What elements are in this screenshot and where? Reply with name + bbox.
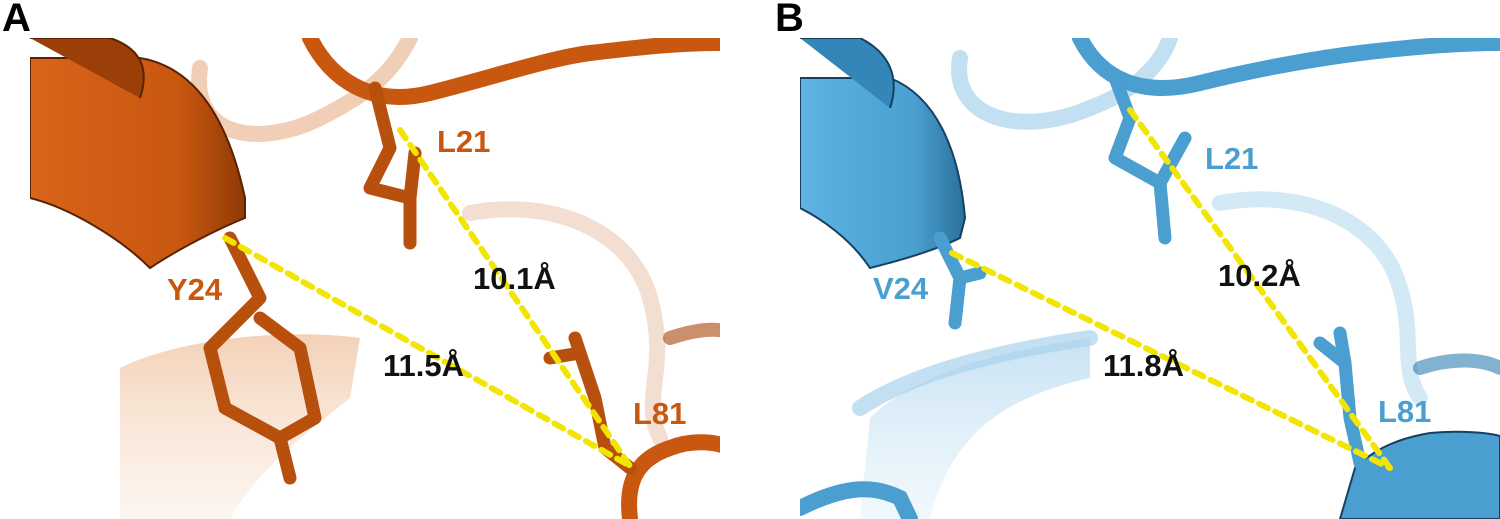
residue-y24-sticks xyxy=(203,231,322,485)
alpha-helix-edge xyxy=(800,38,895,109)
residue-v24-sticks xyxy=(933,231,987,330)
distance-line-v24-l81 xyxy=(949,250,1393,471)
residue-label-y24: Y24 xyxy=(167,272,223,307)
alpha-helix-edge xyxy=(30,38,145,99)
distance-label-v24-l81: 11.8Å xyxy=(1103,348,1185,383)
structure-panel-a: L21 Y24 L81 10.1Å 11.5Å xyxy=(30,38,720,519)
background-sheet xyxy=(860,338,1090,519)
distance-lines-b xyxy=(949,107,1393,471)
backbone-loop-bottom xyxy=(621,434,720,519)
backbone-sheet-bottom-right xyxy=(1338,430,1500,519)
panel-label-b: B xyxy=(775,0,804,40)
distance-label-l21-l81: 10.1Å xyxy=(473,261,556,296)
residue-label-l81: L81 xyxy=(633,396,687,431)
background-loop xyxy=(1413,353,1500,375)
residue-label-l21: L21 xyxy=(1205,141,1259,176)
residue-l81-sticks xyxy=(1313,326,1367,470)
background-sheet xyxy=(120,334,360,519)
background-loop xyxy=(852,330,1098,416)
protein-structure-a xyxy=(30,38,720,519)
panel-label-a: A xyxy=(2,0,31,40)
protein-structure-b xyxy=(800,38,1500,519)
distance-label-y24-l81: 11.5Å xyxy=(383,348,465,383)
background-loop xyxy=(663,322,720,345)
backbone-loop-top xyxy=(1072,38,1500,96)
structure-panel-b: L21 V24 L81 10.2Å 11.8Å xyxy=(800,38,1500,519)
residue-l21-sticks xyxy=(363,81,422,250)
alpha-helix xyxy=(30,57,246,270)
backbone-loop-top xyxy=(302,38,720,105)
background-loop xyxy=(951,38,1178,130)
residue-label-v24: V24 xyxy=(873,271,929,306)
residue-l21-sticks xyxy=(1108,71,1192,245)
residue-l81-sticks xyxy=(543,331,637,475)
background-loop xyxy=(462,201,668,446)
residue-label-l81: L81 xyxy=(1378,394,1432,429)
residue-label-l21: L21 xyxy=(437,124,491,159)
backbone-loop-bottom xyxy=(800,481,918,519)
background-loop xyxy=(1212,191,1428,406)
distance-line-l21-l81 xyxy=(1127,107,1393,471)
distance-line-y24-l81 xyxy=(222,235,633,469)
distance-label-l21-l81: 10.2Å xyxy=(1218,258,1301,293)
distance-line-l21-l81 xyxy=(397,127,633,469)
distance-lines-a xyxy=(222,127,633,469)
